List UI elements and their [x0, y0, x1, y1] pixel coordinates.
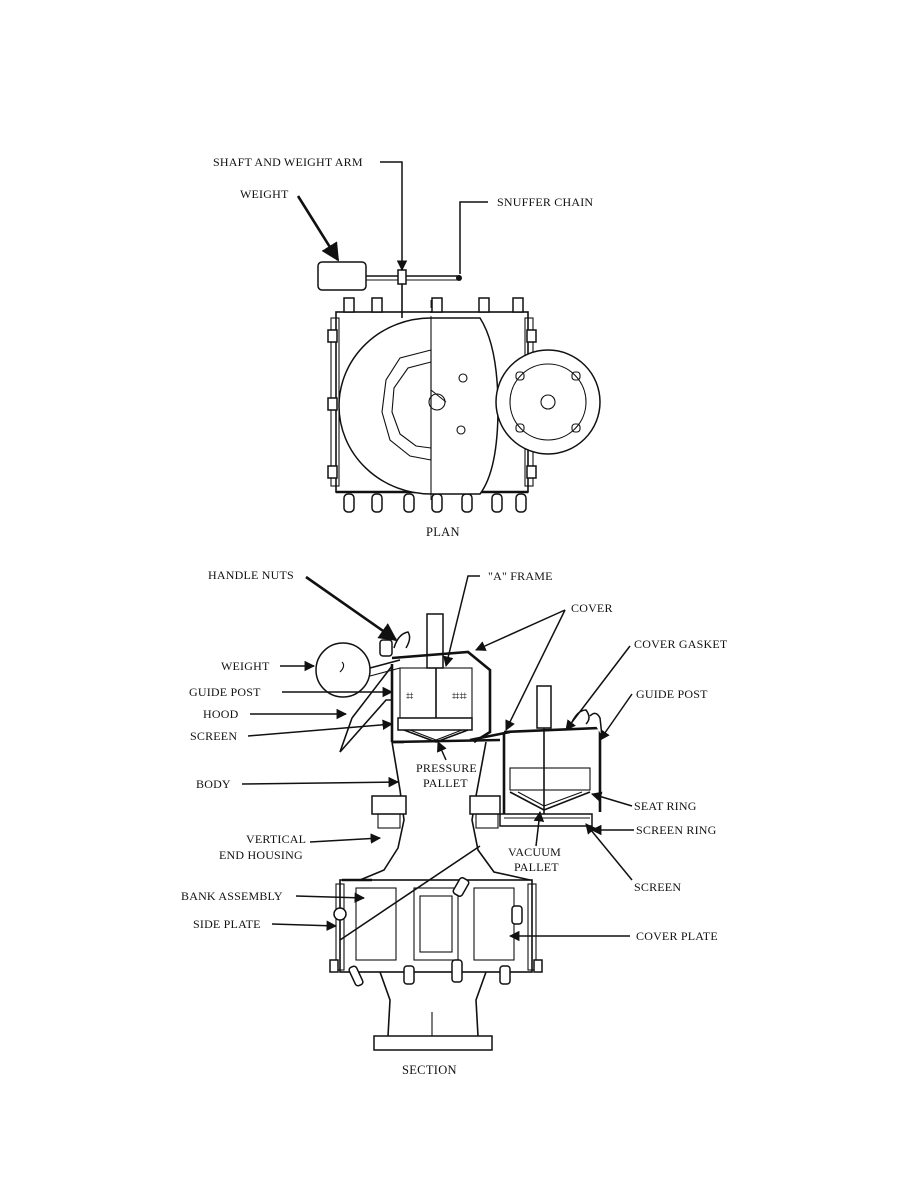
plan-weight-arm — [317, 261, 462, 318]
section-weight — [315, 631, 411, 698]
label-seat-ring: SEAT RING — [634, 799, 697, 813]
svg-text:⌗: ⌗ — [406, 688, 414, 703]
label-vertical-end-housing-1: VERTICAL — [246, 832, 306, 846]
label-cover-plate: COVER PLATE — [636, 929, 718, 943]
label-screen-left: SCREEN — [190, 729, 237, 743]
label-pressure-pallet-2: PALLET — [423, 776, 468, 790]
section-view: ⌗ ⌗⌗ — [181, 568, 728, 1077]
svg-text:⌗⌗: ⌗⌗ — [452, 688, 468, 703]
label-weight-section: WEIGHT — [221, 659, 270, 673]
label-vacuum-pallet-2: PALLET — [514, 860, 559, 874]
label-weight-plan: WEIGHT — [240, 187, 289, 201]
label-vertical-end-housing-2: END HOUSING — [219, 848, 303, 862]
plan-vacuum-cover — [495, 349, 601, 455]
label-cover-gasket: COVER GASKET — [634, 637, 728, 651]
plan-pressure-hood — [338, 317, 499, 495]
label-screen-right: SCREEN — [634, 880, 681, 894]
caption-section: SECTION — [402, 1063, 457, 1077]
label-hood: HOOD — [203, 707, 239, 721]
label-screen-ring: SCREEN RING — [636, 823, 717, 837]
label-cover: COVER — [571, 601, 613, 615]
label-guide-post-right: GUIDE POST — [636, 687, 708, 701]
section-body — [359, 740, 531, 881]
section-base — [373, 971, 493, 1051]
section-bank-assembly — [329, 845, 543, 987]
label-snuffer-chain: SNUFFER CHAIN — [497, 195, 593, 209]
label-pressure-pallet-1: PRESSURE — [416, 761, 477, 775]
label-bank-assembly: BANK ASSEMBLY — [181, 889, 283, 903]
label-vacuum-pallet-1: VACUUM — [508, 845, 561, 859]
label-shaft-and-weight-arm: SHAFT AND WEIGHT ARM — [213, 155, 363, 169]
label-handle-nuts: HANDLE NUTS — [208, 568, 294, 582]
plan-view: SHAFT AND WEIGHT ARM WEIGHT SNUFFER CHAI… — [213, 155, 601, 539]
label-body: BODY — [196, 777, 231, 791]
label-guide-post-left: GUIDE POST — [189, 685, 261, 699]
caption-plan: PLAN — [426, 525, 460, 539]
section-vacuum-cover — [499, 685, 603, 827]
label-a-frame: "A" FRAME — [488, 569, 553, 583]
label-side-plate: SIDE PLATE — [193, 917, 261, 931]
